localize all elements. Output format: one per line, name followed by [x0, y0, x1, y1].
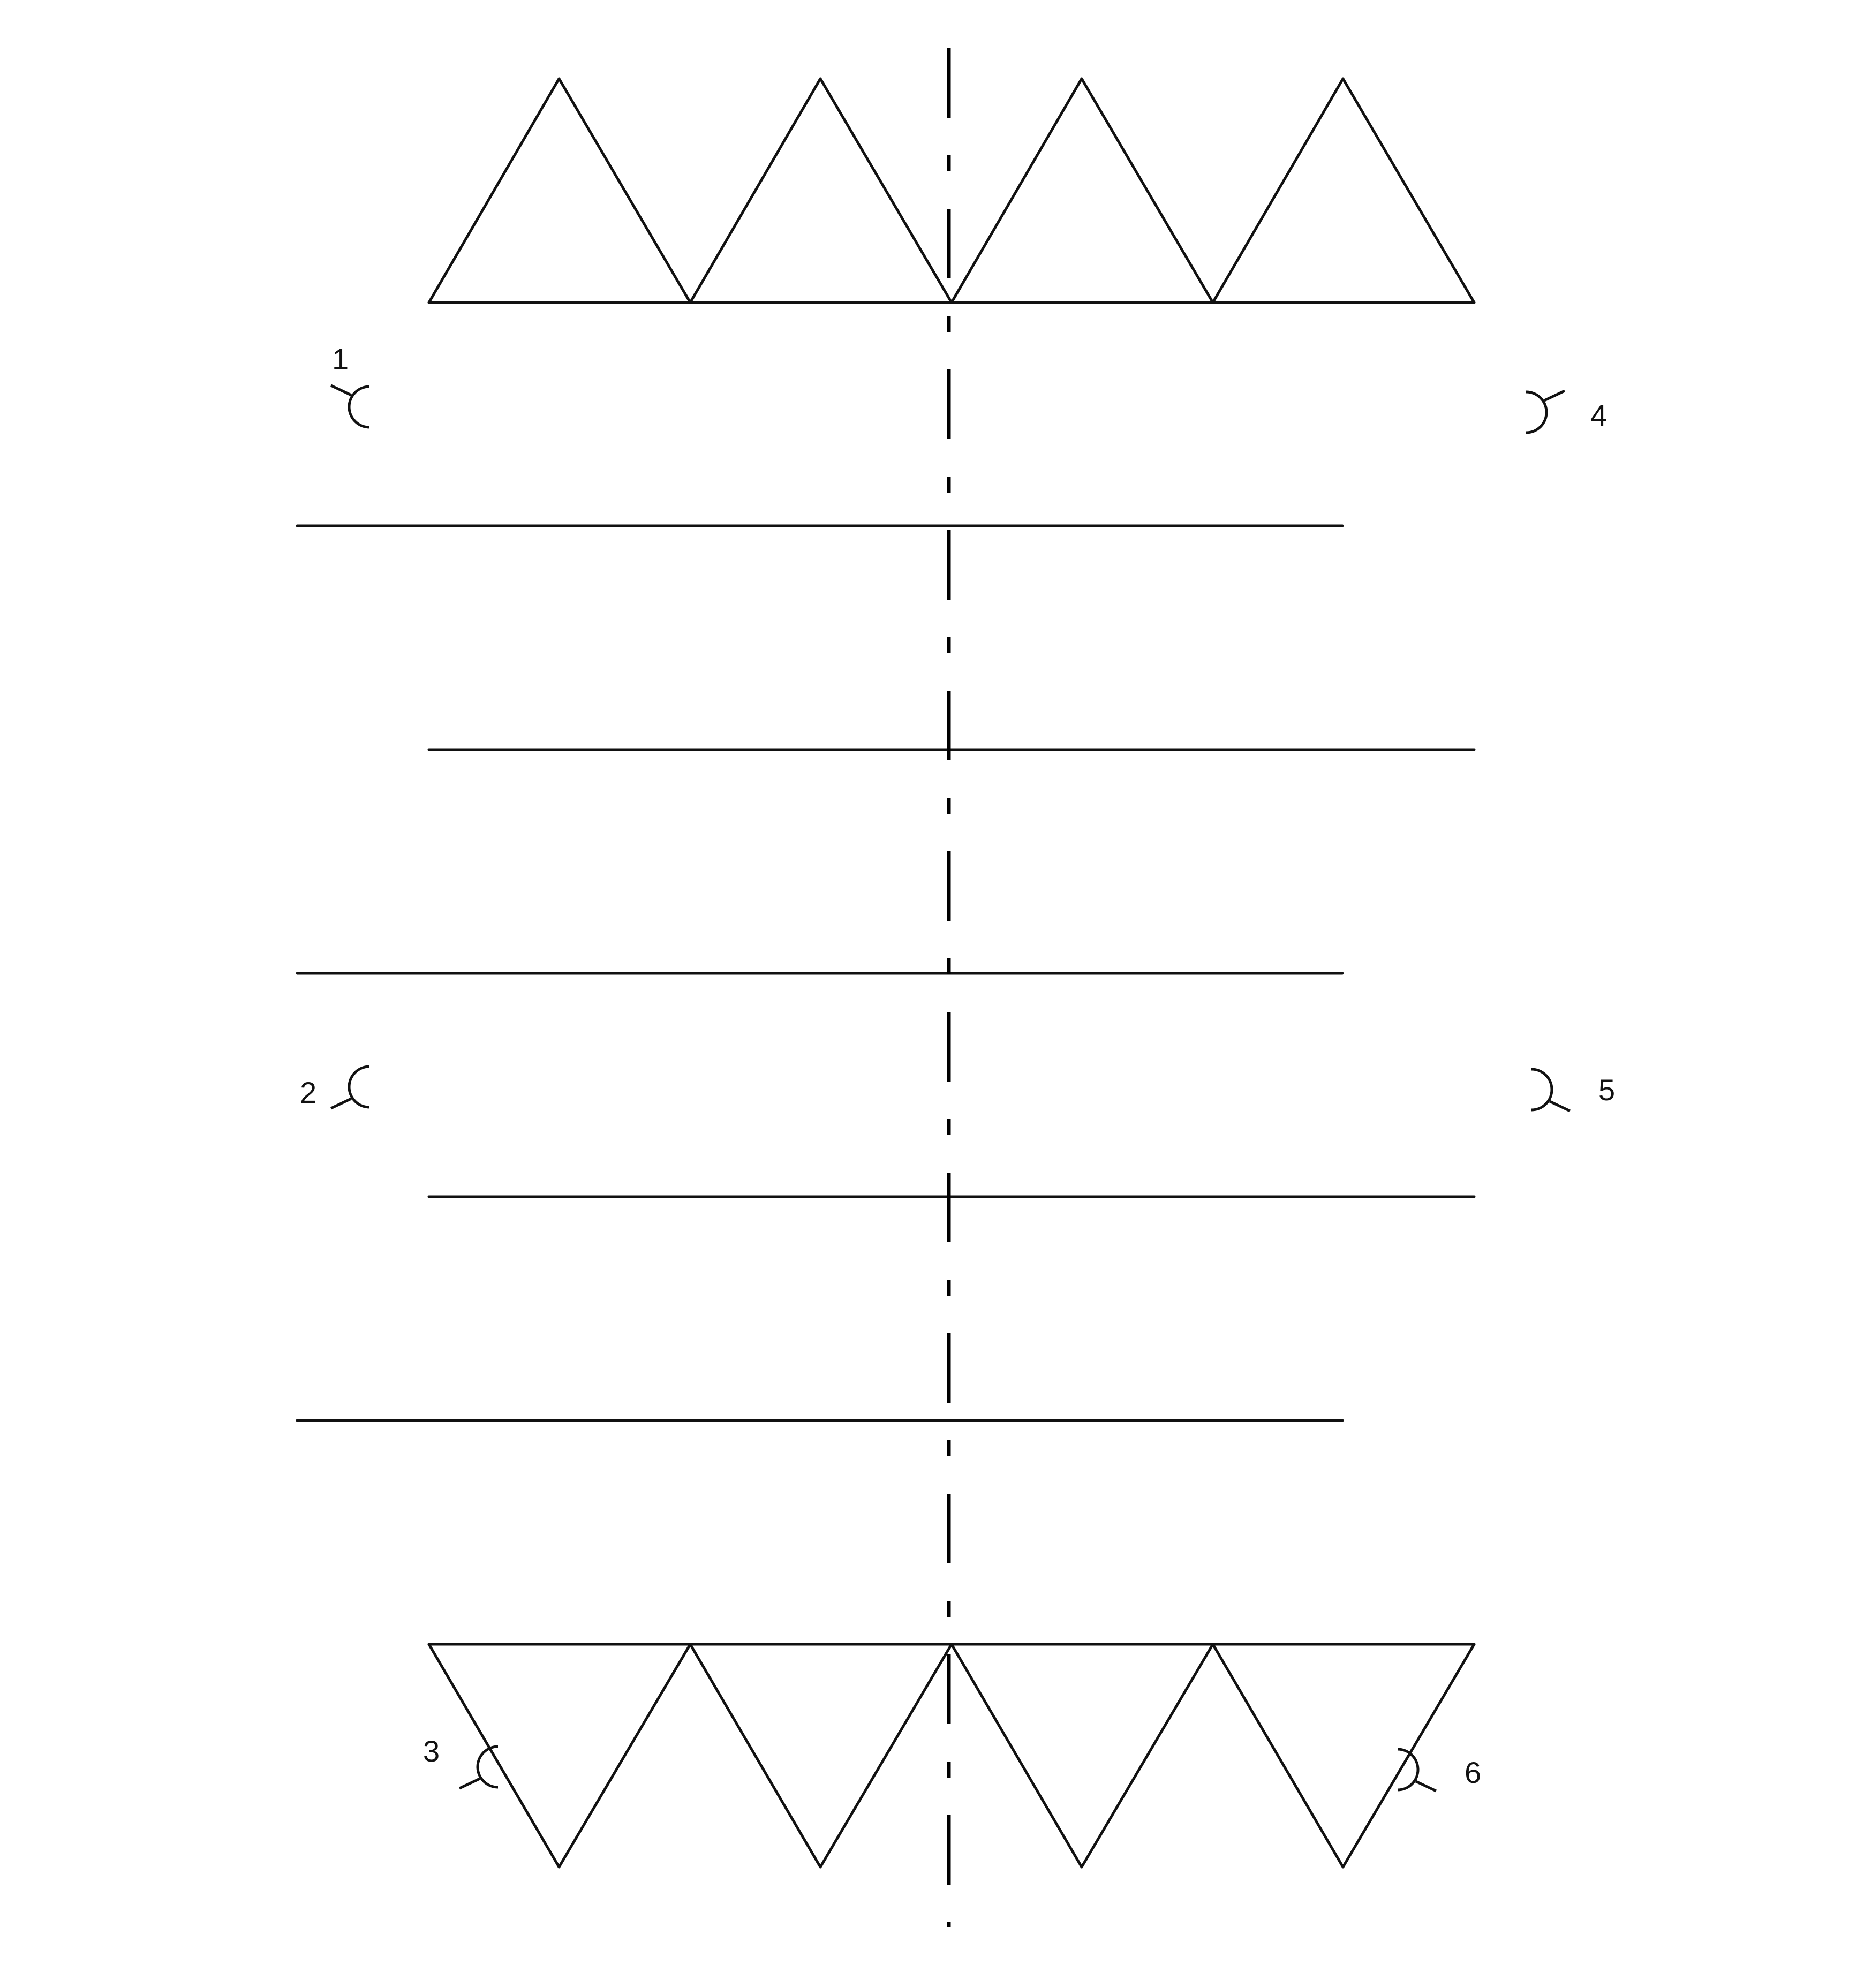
marker-label: 2	[300, 1076, 316, 1109]
marker-label: 6	[1465, 1756, 1481, 1789]
marker-label: 4	[1590, 398, 1607, 432]
marker-label: 5	[1598, 1073, 1615, 1107]
marker-label: 1	[332, 342, 349, 376]
marker-label: 3	[423, 1734, 440, 1768]
